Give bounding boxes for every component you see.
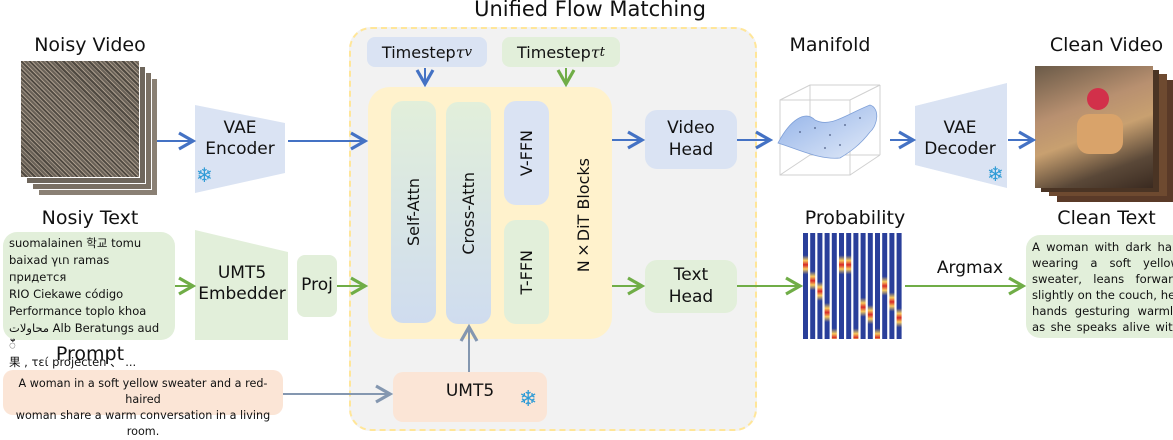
noisy-text-line: RIO Ciekawe código xyxy=(9,287,124,301)
proj-label: Proj xyxy=(301,275,333,296)
umt5-embedder-line1: UMT5 xyxy=(217,263,267,283)
prompt-line: A woman in a soft yellow sweater and a r… xyxy=(18,377,268,406)
noisy-text-line: 果 , τεί projecten 、 ... xyxy=(9,355,137,369)
probability-column xyxy=(810,233,816,339)
probability-column xyxy=(860,233,866,339)
probability-column xyxy=(875,233,880,339)
vae-encoder-label: VAE Encoder xyxy=(195,118,285,161)
probability-column xyxy=(853,233,859,339)
probability-column xyxy=(846,233,852,339)
v-ffn-block: V-FFN xyxy=(504,101,549,205)
timestep-text-symbol: τ xyxy=(590,42,600,62)
self-attn-block: Self-Attn xyxy=(391,101,436,323)
probability-column xyxy=(889,233,895,339)
v-ffn-label: V-FFN xyxy=(517,129,536,177)
clean-text-title: Clean Text xyxy=(1057,207,1156,229)
clean-text-box: A woman with dark hair wearing a soft ye… xyxy=(1026,235,1173,338)
vae-encoder-line2: Encoder xyxy=(205,139,275,160)
dit-repeat-label-wrap: N×DiT Blocks xyxy=(568,110,598,320)
manifold-title: Manifold xyxy=(789,34,871,56)
dit-repeat-label: N×DiT Blocks xyxy=(573,157,593,273)
umt5-embedder-shape xyxy=(195,230,288,340)
prompt-title: Prompt xyxy=(55,343,125,365)
umt5-embedder-line2: Embedder xyxy=(198,284,286,305)
prompt-line: woman share a warm conversation in a liv… xyxy=(15,409,271,438)
video-head-line1: Video xyxy=(667,118,715,139)
noisy-video-frame xyxy=(20,60,140,178)
timestep-video-label: Timestep xyxy=(381,42,456,62)
clean-video-frames xyxy=(1035,66,1173,206)
probability-column xyxy=(803,233,808,339)
argmax-label: Argmax xyxy=(936,258,1004,278)
noisy-text-box: suomalainen 학교 tomu baixad γιח ramas при… xyxy=(3,232,175,369)
noisy-text-title: Nosiy Text xyxy=(41,207,139,229)
noisy-video-title: Noisy Video xyxy=(34,34,146,56)
vae-encoder-line1: VAE xyxy=(223,118,257,138)
clean-video-title: Clean Video xyxy=(1049,34,1164,56)
vae-encoder-shape xyxy=(195,105,285,193)
vae-decoder-shape xyxy=(915,83,1007,188)
prompt-box: A woman in a soft yellow sweater and a r… xyxy=(3,370,283,438)
probability-title: Probability xyxy=(804,207,906,229)
proj-box: Proj xyxy=(297,255,337,317)
noisy-text-line: baixad γιח ramas придется xyxy=(9,253,110,284)
vae-decoder-label: VAE Decoder xyxy=(912,118,1008,161)
text-head-line1: Text xyxy=(673,265,709,286)
noisy-text-line: suomalainen 학교 tomu xyxy=(9,236,142,250)
umt5-embedder-label: UMT5 Embedder xyxy=(193,263,291,306)
clean-video-frame xyxy=(1035,66,1153,188)
umt5-label: UMT5 xyxy=(445,381,495,401)
timestep-video-symbol: τ xyxy=(455,42,465,62)
probability-column xyxy=(824,233,830,339)
probability-column xyxy=(817,233,823,339)
clean-text-content: A woman with dark hair wearing a soft ye… xyxy=(1032,240,1173,338)
probability-column xyxy=(839,233,844,339)
probability-column xyxy=(896,233,902,339)
probability-column xyxy=(831,233,837,339)
umt5-frozen-icon: ❄ xyxy=(519,387,538,412)
vae-decoder-frozen-icon: ❄ xyxy=(987,162,1004,186)
timestep-text-sub: t xyxy=(599,44,605,60)
t-ffn-label: T-FFN xyxy=(517,249,536,295)
noisy-text-line: Performance toplo khoa xyxy=(9,304,147,318)
video-head-line2: Head xyxy=(668,139,714,160)
vae-encoder-frozen-icon: ❄ xyxy=(196,163,213,187)
noisy-text-line: محاولات Alb Beratungs aud ꯩ xyxy=(9,321,160,352)
timestep-text-label: Timestep xyxy=(517,42,591,62)
cross-attn-label: Cross-Attn xyxy=(459,171,478,255)
noisy-video-frames xyxy=(20,60,160,196)
probability-column xyxy=(882,233,888,339)
probability-heatmap xyxy=(803,233,902,339)
cross-attn-block: Cross-Attn xyxy=(446,102,491,324)
timestep-video-sub: v xyxy=(464,44,473,60)
text-head-line2: Head xyxy=(668,286,714,307)
vae-decoder-line2: Decoder xyxy=(924,139,996,160)
manifold-plot xyxy=(777,84,881,176)
self-attn-label: Self-Attn xyxy=(404,178,423,246)
vae-decoder-line1: VAE xyxy=(943,118,977,138)
diagram-title: Unified Flow Matching xyxy=(474,0,706,21)
t-ffn-block: T-FFN xyxy=(504,220,549,324)
probability-column xyxy=(867,233,873,339)
